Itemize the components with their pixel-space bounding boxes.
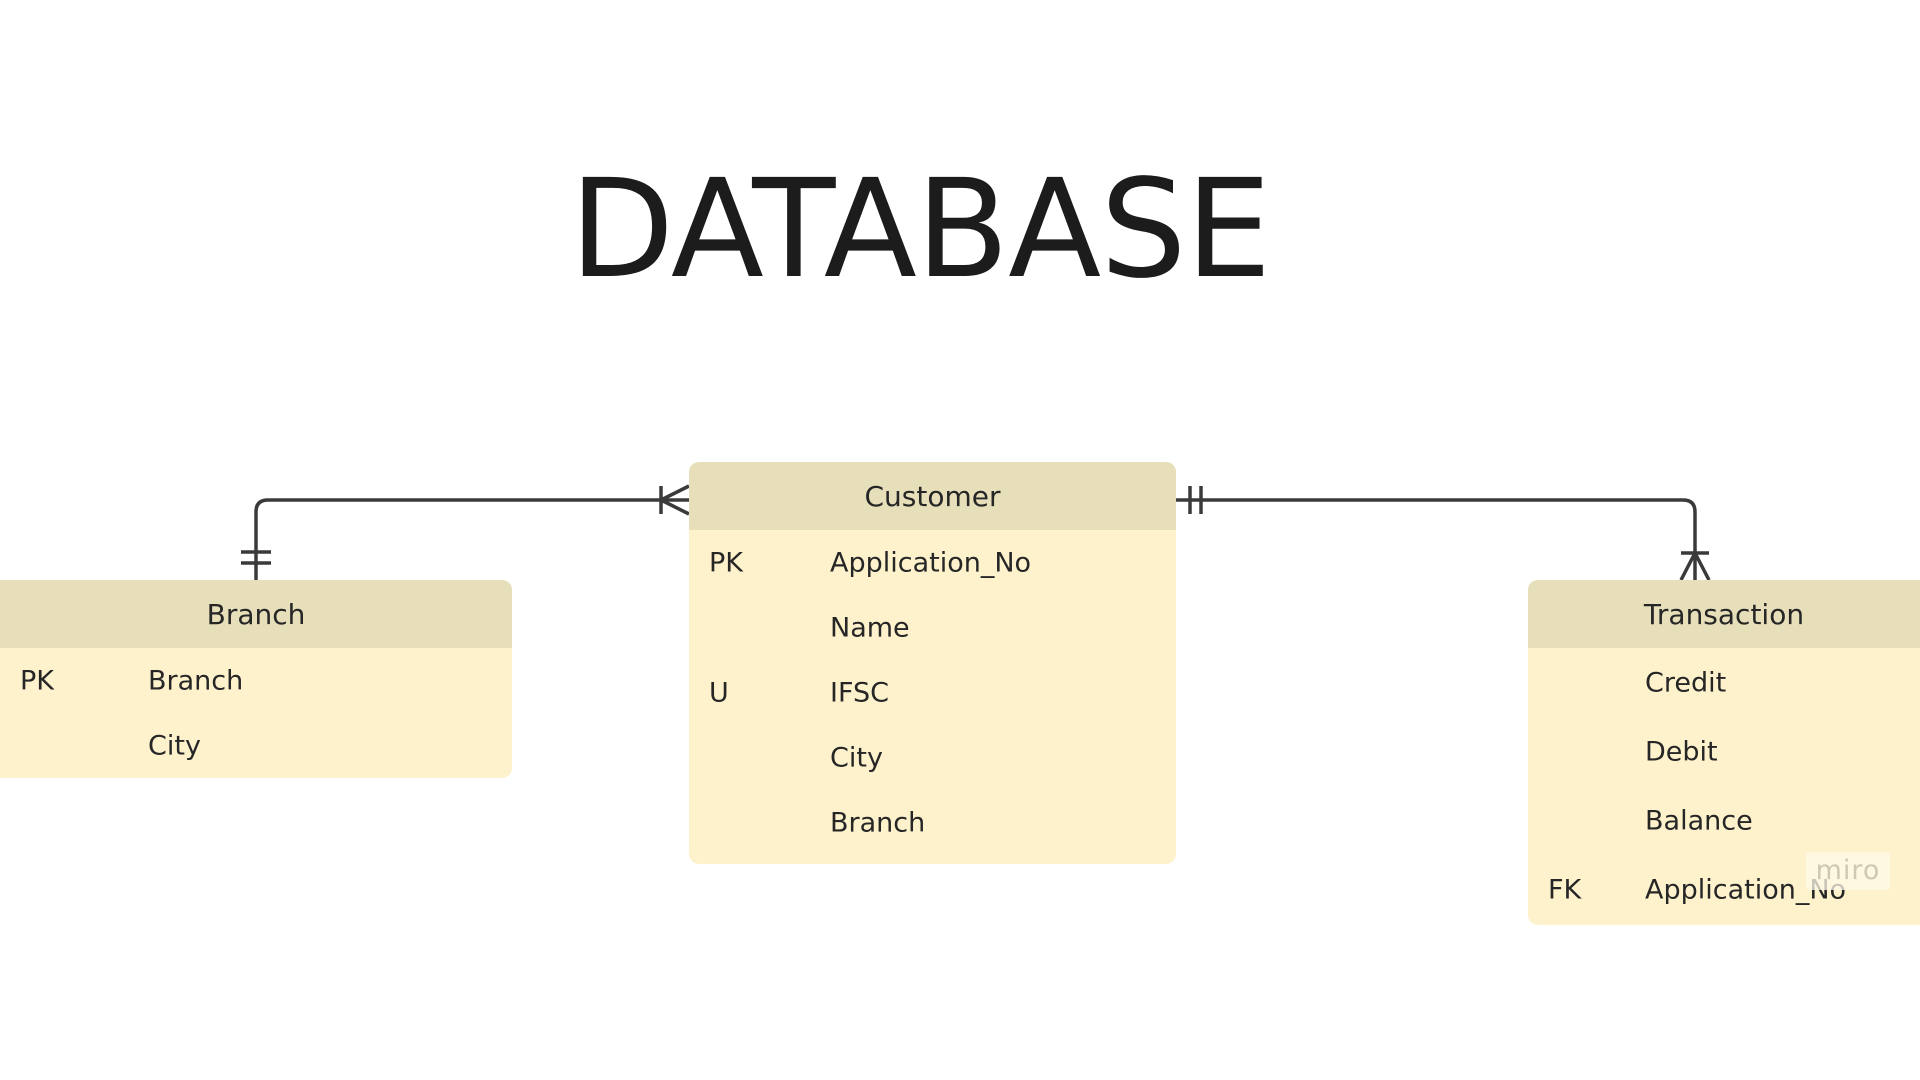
entity-row: PK Application_No <box>689 530 1176 595</box>
entity-branch[interactable]: Branch PK Branch City <box>0 580 512 778</box>
field-name: Debit <box>1645 736 1718 767</box>
entity-transaction-header: Transaction <box>1528 580 1920 648</box>
diagram-title: DATABASE <box>569 151 1272 309</box>
field-name: Name <box>830 612 910 643</box>
key-badge: PK <box>20 665 54 696</box>
customer-many-marker-bottom <box>660 498 690 516</box>
miro-watermark: miro <box>1806 852 1890 890</box>
entity-row: U IFSC <box>689 660 1176 725</box>
transaction-many-marker-left <box>1679 552 1697 581</box>
entity-row: PK Branch <box>0 648 512 713</box>
entity-row: Name <box>689 595 1176 660</box>
branch-customer-connector <box>254 498 689 580</box>
entity-branch-header: Branch <box>0 580 512 648</box>
field-name: City <box>830 742 883 773</box>
entity-row: Debit <box>1528 717 1920 786</box>
customer-many-marker-top <box>660 484 690 502</box>
transaction-many-marker-right <box>1693 552 1711 581</box>
key-badge: PK <box>709 547 743 578</box>
entity-row: City <box>0 713 512 778</box>
customer-transaction-connector <box>1176 498 1697 580</box>
field-name: Branch <box>830 807 926 838</box>
entity-row: City <box>689 725 1176 790</box>
entity-customer-header: Customer <box>689 462 1176 530</box>
key-badge: FK <box>1548 874 1582 905</box>
field-name: Credit <box>1645 667 1727 698</box>
key-badge: U <box>709 677 729 708</box>
field-name: Application_No <box>830 547 1032 578</box>
entity-customer[interactable]: Customer PK Application_No Name U IFSC C… <box>689 462 1176 864</box>
entity-row: Balance <box>1528 786 1920 855</box>
field-name: IFSC <box>830 677 890 708</box>
field-name: City <box>148 730 201 761</box>
field-name: Branch <box>148 665 244 696</box>
entity-transaction[interactable]: Transaction Credit Debit Balance FK Appl… <box>1528 580 1920 925</box>
entity-row: Credit <box>1528 648 1920 717</box>
field-name: Balance <box>1645 805 1753 836</box>
entity-row: Branch <box>689 790 1176 855</box>
